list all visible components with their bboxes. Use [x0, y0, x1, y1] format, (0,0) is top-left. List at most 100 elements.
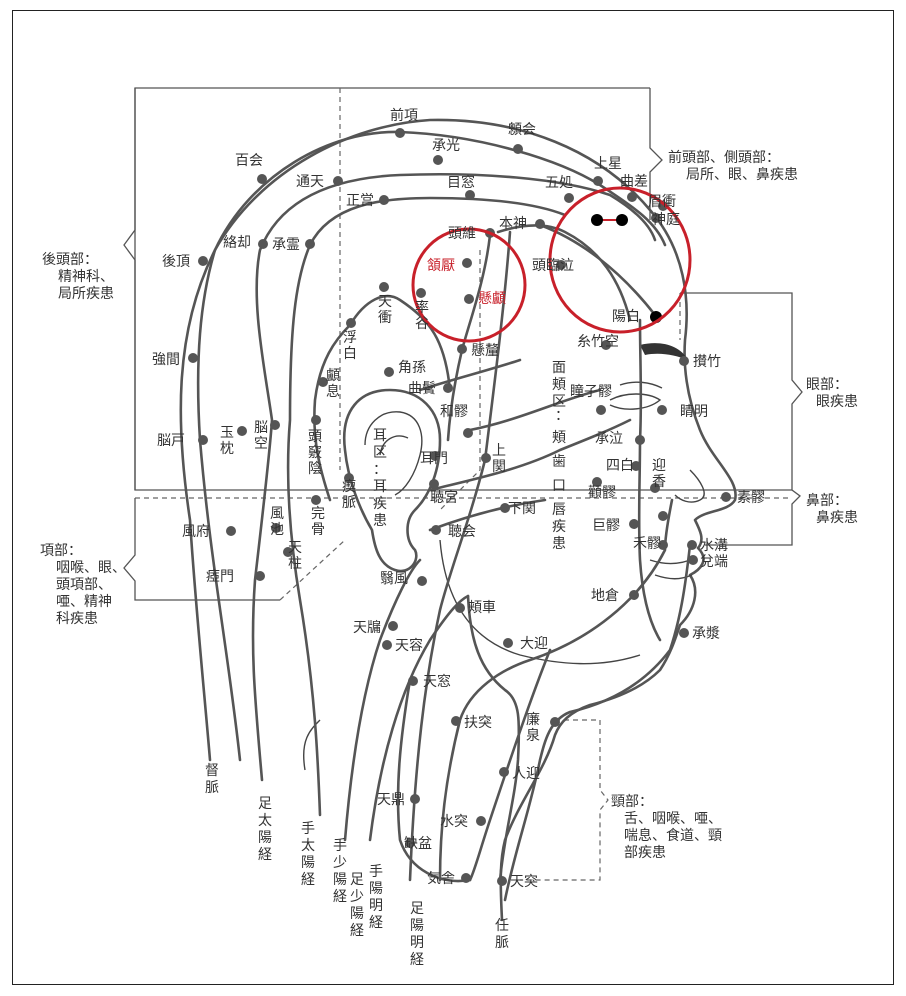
label-daying: 大迎 — [520, 636, 548, 652]
label-luoque: 絡却 — [223, 235, 251, 251]
label-quepen: 缺盆 — [404, 836, 432, 852]
label-tinghui: 聴会 — [448, 524, 476, 540]
label-renying: 人迎 — [512, 766, 540, 782]
meridian-shoushaoyang: 手少陽経 — [333, 838, 347, 905]
label-heliao: 和髎 — [440, 404, 468, 420]
group-eye: 眼部：眼疾患 — [806, 377, 858, 410]
label-qucha: 曲差 — [620, 174, 648, 190]
figure-frame — [12, 10, 894, 985]
label-tianchong: 天衝 — [378, 294, 392, 326]
label-suliao: 素髎 — [737, 490, 765, 506]
label-shuitu: 水突 — [440, 814, 468, 830]
label-touqiaoyin: 頭竅陰 — [308, 429, 322, 477]
meridian-du: 督脈 — [205, 763, 219, 796]
label-chengling: 承霊 — [272, 237, 300, 253]
label-jiache: 頬車 — [468, 599, 496, 616]
label-touwei: 頭維 — [448, 226, 476, 242]
label-yamen: 瘂門 — [206, 569, 234, 585]
label-fengfu: 風府 — [182, 524, 210, 540]
label-yangbai: 陽白 — [612, 309, 640, 325]
highlighted-points — [411, 186, 692, 343]
label-sizhukong: 糸竹空 — [577, 334, 619, 350]
label-yuzhen: 玉枕 — [220, 425, 234, 457]
label-juliao: 巨髎 — [592, 518, 620, 534]
label-qianding: 前項 — [390, 107, 418, 124]
label-luxi: 顱息 — [326, 368, 340, 400]
label-shangxing: 上星 — [594, 156, 622, 172]
group-front-head: 前頭部、側頭部：局所、眼、鼻疾患 — [668, 149, 798, 183]
label-shuigou: 水溝 — [700, 538, 728, 554]
label-erman: 耳門 — [420, 451, 448, 467]
label-tianyou: 天牖 — [353, 620, 381, 636]
highlight-circle-forehead — [548, 186, 692, 334]
label-qubin: 曲鬢 — [408, 381, 436, 397]
label-fubai: 浮白 — [343, 330, 357, 362]
label-naohu: 脳戸 — [157, 433, 185, 449]
label-shuaigu: 率谷 — [415, 299, 429, 332]
label-tianding: 天鼎 — [377, 792, 405, 808]
group-back-head: 後頭部：精神科、局所疾患 — [42, 252, 114, 302]
meridian-shouyangming: 手陽明経 — [369, 864, 383, 931]
label-cuanzhu: 攅竹 — [693, 354, 721, 370]
label-chengguang: 承光 — [432, 138, 460, 154]
label-tianrong: 天容 — [395, 637, 423, 654]
label-chengqi: 承泣 — [595, 431, 623, 447]
label-yingxiang: 迎香 — [652, 458, 666, 490]
label-dicang: 地倉 — [591, 588, 619, 604]
group-nape: 項部：咽喉、眼、頭項部、唖、精神科疾患 — [40, 543, 126, 627]
label-baihui: 百会 — [235, 153, 263, 169]
label-shangguan: 上関 — [492, 443, 506, 475]
acupoint-dots — [188, 128, 731, 886]
label-jingming: 睛明 — [680, 404, 708, 420]
label-hanyan: 頷厭 — [427, 258, 455, 274]
region-borders — [123, 87, 803, 881]
label-toulinqi: 頭臨泣 — [532, 258, 574, 274]
label-futu: 扶突 — [464, 715, 492, 731]
label-zhengying: 正営 — [346, 193, 374, 209]
label-lianquan: 廉泉 — [526, 711, 540, 744]
label-xuanlu: 懸顱 — [478, 291, 506, 307]
group-nose: 鼻部：鼻疾患 — [806, 492, 858, 526]
label-shenting: 神庭 — [652, 211, 680, 228]
meridian-zushaoyang: 足少陽経 — [350, 872, 364, 939]
region-labels: 前頭部、側頭部：局所、眼、鼻疾患 後頭部：精神科、局所疾患 眼部：眼疾患 鼻部：… — [40, 149, 858, 861]
label-xinhui: 顖会 — [508, 121, 536, 138]
label-chimai: 瘈脈 — [342, 478, 356, 511]
label-yifeng: 翳風 — [380, 571, 408, 587]
label-quanliao: 顴髎 — [588, 485, 616, 501]
label-wangu: 完骨 — [311, 506, 325, 538]
label-duiduan: 兌端 — [700, 554, 728, 570]
label-tiantu: 天突 — [510, 874, 538, 890]
label-fengchi: 風池 — [270, 506, 284, 538]
meridian-zutaiyang: 足太陽経 — [258, 796, 272, 863]
label-tianzhu: 天柱 — [288, 540, 302, 572]
meridian-labels: 督脈 足太陽経 手太陽経 手少陽経 足少陽経 手陽明経 足陽明経 任脈 — [205, 763, 509, 968]
meridian-ren: 任脈 — [495, 918, 509, 951]
label-tongziliao: 瞳子髎 — [570, 383, 612, 400]
label-tongtian: 通天 — [296, 174, 324, 190]
label-tianchuang: 天窓 — [423, 673, 451, 690]
point-labels: 前項 百会 承光 顖会 上星 曲差 眉衝 神庭 通天 目窓 五処 正営 絡却 承… — [152, 107, 765, 890]
label-tinggong: 聴宮 — [430, 490, 458, 506]
label-xiaguan: 下関 — [508, 501, 536, 517]
highlight-circle-temple — [411, 227, 527, 343]
group-ear: 耳区： 耳疾患 — [373, 428, 391, 529]
label-qishe: 気舎 — [427, 871, 455, 887]
label-sibai: 四白 — [606, 458, 634, 474]
group-neck: 頸部：舌、咽喉、唖、喘息、食道、頸部疾患 — [611, 794, 722, 861]
label-houding: 後頂 — [162, 254, 190, 270]
group-face: 面頬区： 頬歯口 唇疾患 — [552, 360, 573, 552]
label-jiaosun: 角孫 — [398, 360, 426, 376]
label-qiangjian: 強間 — [152, 352, 180, 368]
label-wuchu: 五処 — [545, 175, 573, 191]
label-heliao2: 禾髎 — [633, 536, 661, 552]
label-xuanli: 懸釐 — [471, 343, 499, 359]
label-chengjiang: 承漿 — [692, 626, 720, 642]
label-benshen: 本神 — [499, 216, 527, 232]
label-naokong: 脳空 — [254, 420, 268, 452]
label-meichong: 眉衝 — [648, 194, 676, 210]
label-muchuang: 目窓 — [447, 174, 475, 191]
meridian-zuyangming: 足陽明経 — [410, 901, 424, 968]
meridian-shoutaiyang: 手太陽経 — [301, 821, 315, 888]
